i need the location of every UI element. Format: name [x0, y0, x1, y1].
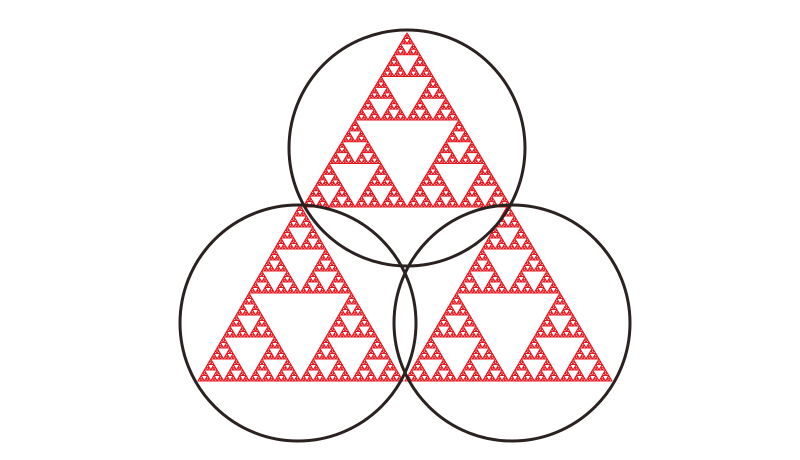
enclosing-circles	[178, 28, 632, 443]
sierpinski-triangle-top	[302, 32, 512, 208]
circle-bottom-left	[178, 203, 418, 443]
sierpinski-triangle-bottom-left	[197, 204, 404, 382]
sierpinski-triangles	[197, 32, 613, 382]
circle-bottom-right	[392, 203, 632, 443]
circle-top	[287, 28, 527, 268]
